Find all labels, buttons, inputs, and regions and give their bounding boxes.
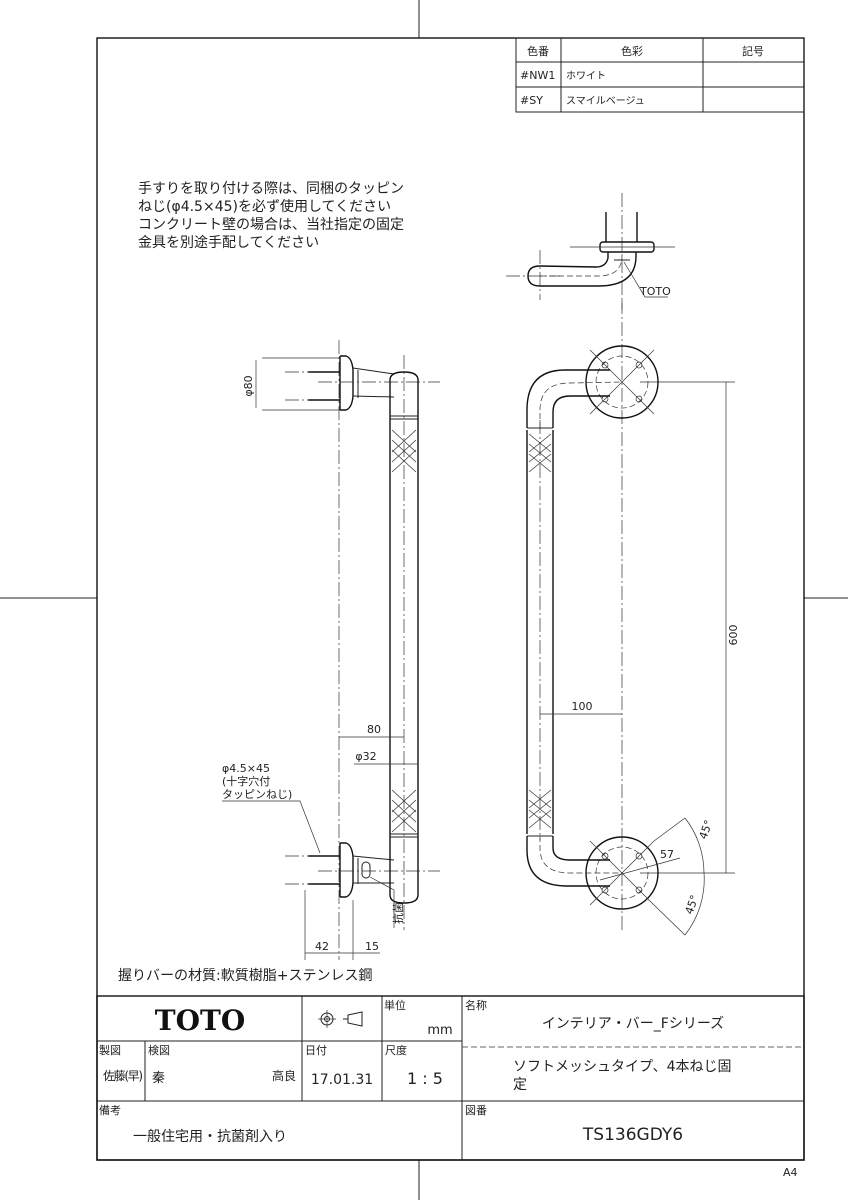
dim-600: 600 [727, 625, 740, 646]
third-angle-projection-icon [318, 1010, 363, 1028]
note-line: 金具を別途手配してください [138, 234, 319, 251]
color-table: 色番 色彩 記号 #NW1 ホワイト #SY スマイルベージュ [515, 37, 805, 113]
dim-15: 15 [365, 940, 379, 953]
unit-value: mm [427, 1023, 452, 1038]
color-table-header-code: 色番 [527, 44, 549, 58]
paper-size: A4 [783, 1166, 798, 1179]
color-table-header-name: 色彩 [621, 44, 643, 58]
antibacterial-label: 抗菌 [391, 902, 405, 924]
material-note: 握りバーの材質:軟質樹脂+ステンレス鋼 [118, 968, 372, 984]
remarks-label: 備考 [99, 1104, 121, 1117]
scale-label: 尺度 [385, 1043, 407, 1057]
plan-view: TOTO [506, 193, 675, 310]
color-name: ホワイト [566, 70, 606, 82]
drawn-label: 製図 [99, 1043, 121, 1057]
scale-value: 1 : 5 [407, 1069, 443, 1088]
product-name: インテリア・バー_Fシリーズ [542, 1016, 724, 1032]
dim-angle-upper: 45° [697, 818, 716, 841]
checked-label: 検図 [148, 1043, 170, 1057]
front-view: 600 100 57 45° 45° [526, 300, 740, 936]
dim-42: 42 [315, 940, 329, 953]
remarks-value: 一般住宅用・抗菌剤入り [133, 1129, 287, 1145]
screw-label: φ4.5×45 [222, 762, 270, 775]
color-code: #SY [520, 94, 543, 107]
dim-phi32: φ32 [355, 750, 376, 763]
note-line: 手すりを取り付ける際は、同梱のタッピン [138, 181, 404, 197]
color-name: スマイルベージュ [566, 95, 645, 107]
drawing-number: TS136GDY6 [582, 1125, 683, 1145]
product-subtitle: ソフトメッシュタイプ、4本ねじ固 [513, 1059, 732, 1075]
color-table-header-symbol: 記号 [742, 44, 764, 58]
screw-label: タッピンねじ) [222, 788, 292, 801]
name-label: 名称 [465, 998, 487, 1012]
dim-phi80: φ80 [242, 375, 255, 396]
installation-note: 手すりを取り付ける際は、同梱のタッピン ねじ(φ4.5×45)を必ず使用してくだ… [138, 181, 404, 251]
dim-angle-lower: 45° [683, 893, 702, 916]
side-view: φ80 80 φ32 42 15 φ4.5×45 (十字穴付 タッピンねじ) 抗… [118, 340, 440, 984]
note-line: コンクリート壁の場合は、当社指定の固定 [138, 217, 404, 233]
note-line: ねじ(φ4.5×45)を必ず使用してください [138, 198, 391, 215]
product-subtitle: 定 [513, 1077, 527, 1093]
dim-100: 100 [572, 700, 593, 713]
toto-mark-label: TOTO [639, 285, 671, 298]
screw-label: (十字穴付 [222, 774, 270, 788]
date-label: 日付 [305, 1044, 327, 1057]
toto-logo: TOTO [155, 1004, 245, 1037]
dim-80: 80 [367, 723, 381, 736]
date-value: 17.01.31 [311, 1072, 373, 1088]
unit-label: 単位 [384, 998, 406, 1012]
drawn-by: 佐藤(早) [103, 1069, 143, 1083]
dim-57: 57 [660, 848, 674, 861]
checked-by: 秦 [152, 1071, 165, 1086]
drawing-number-label: 図番 [465, 1104, 487, 1117]
title-block: TOTO 単位 mm 名称 インテリア・バー_Fシリーズ ソフトメッシュタイプ、… [96, 995, 805, 1161]
color-code: #NW1 [520, 69, 555, 82]
approved-by: 高良 [272, 1068, 296, 1083]
